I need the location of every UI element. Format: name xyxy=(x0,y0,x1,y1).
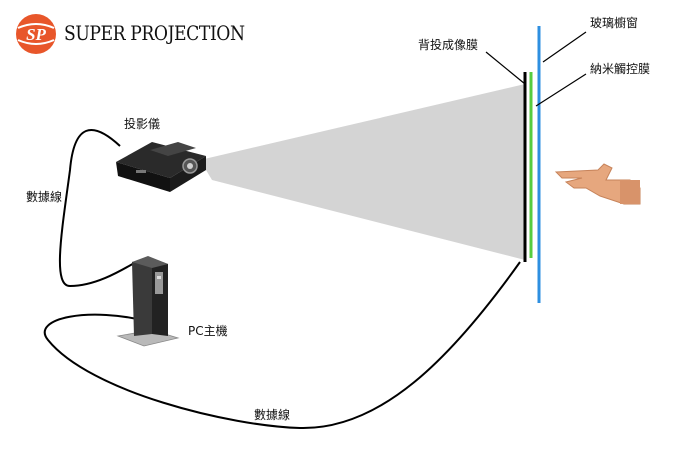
label-glass-window: 玻璃櫥窗 xyxy=(590,16,639,30)
logo-badge-text: SP xyxy=(26,25,46,44)
label-nano-touch-film: 納米觸控膜 xyxy=(590,62,651,76)
cable-projector-to-pc xyxy=(58,129,137,288)
label-projector: 投影儀 xyxy=(124,117,161,131)
logo: SP SUPER PROJECTION xyxy=(14,12,245,56)
logo-badge-icon: SP xyxy=(16,14,56,54)
label-rear-projection-film: 背投成像膜 xyxy=(418,38,479,52)
pointer-glass-window xyxy=(542,31,587,63)
pc-tower-icon xyxy=(116,256,180,347)
label-pc-host: PC主機 xyxy=(188,324,228,338)
logo-name: SUPER PROJECTION xyxy=(64,21,245,45)
label-data-cable-left: 數據線 xyxy=(26,190,63,204)
projector-icon xyxy=(116,142,206,192)
hand-icon xyxy=(554,163,641,205)
pointer-rear-projection-film xyxy=(485,51,526,85)
label-data-cable-bottom: 數據線 xyxy=(254,408,291,422)
pointer-nano-touch-film xyxy=(535,73,587,107)
projection-beam xyxy=(200,84,525,260)
cable-pc-to-screen xyxy=(43,261,521,430)
